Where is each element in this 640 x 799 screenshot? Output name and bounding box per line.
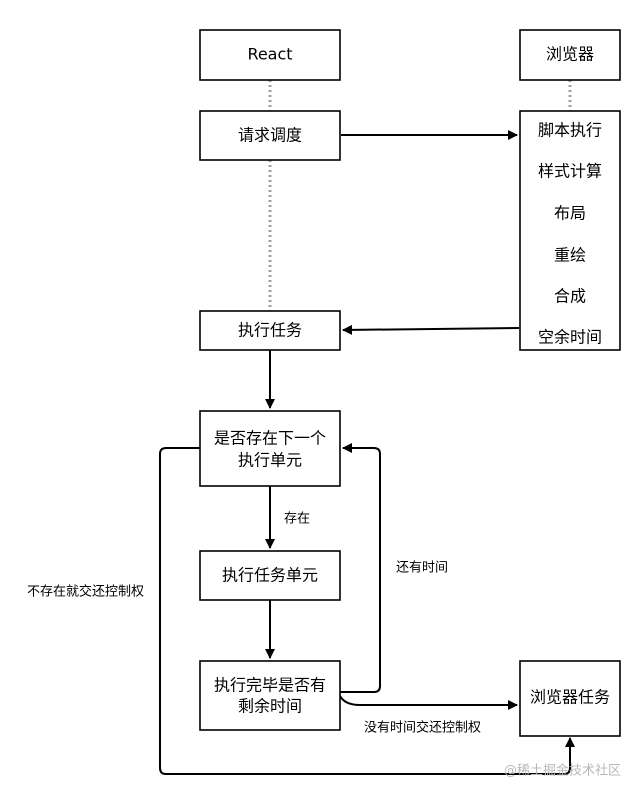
edge-has-time-loop	[340, 443, 381, 693]
exec-task-label: 执行任务	[238, 321, 302, 340]
browser-step-composite: 合成	[554, 287, 586, 306]
exec-unit-label: 执行任务单元	[222, 566, 318, 585]
edge-label-no-next-return: 不存在就交还控制权	[27, 584, 144, 600]
browser-node: 浏览器	[519, 29, 621, 81]
browser-step-layout: 布局	[554, 204, 586, 223]
edge-label-no-time-return: 没有时间交还控制权	[364, 720, 481, 736]
browser-steps-node: 脚本执行 样式计算 布局 重绘 合成 空余时间	[519, 110, 621, 351]
exec-unit-node: 执行任务单元	[199, 550, 341, 601]
has-next-unit-node: 是否存在下一个 执行单元	[199, 410, 341, 487]
edge-no-time-to-browser-task	[339, 695, 518, 710]
browser-step-repaint: 重绘	[554, 246, 586, 265]
edge-label-has-time: 还有时间	[396, 561, 448, 576]
edge-idle-to-exec-task	[342, 324, 520, 335]
request-schedule-node: 请求调度	[199, 110, 341, 161]
exec-task-node: 执行任务	[199, 310, 341, 351]
has-next-unit-line1: 是否存在下一个	[214, 429, 326, 448]
edge-label-exists: 存在	[284, 512, 310, 527]
react-label: React	[247, 45, 292, 64]
done-check-line2: 剩余时间	[238, 697, 302, 716]
done-check-line1: 执行完毕是否有	[214, 676, 326, 695]
request-schedule-label: 请求调度	[238, 126, 302, 145]
edge-no-next-to-browser-task	[159, 447, 575, 775]
watermark: @稀土掘金技术社区	[504, 763, 621, 779]
done-check-node: 执行完毕是否有 剩余时间	[199, 660, 341, 731]
browser-task-node: 浏览器任务	[519, 660, 621, 737]
browser-step-style: 样式计算	[538, 162, 602, 181]
react-node: React	[199, 29, 341, 81]
browser-label: 浏览器	[546, 45, 594, 64]
browser-task-label: 浏览器任务	[530, 688, 610, 707]
browser-step-idle: 空余时间	[538, 328, 602, 347]
browser-step-script: 脚本执行	[538, 121, 602, 140]
has-next-unit-line2: 执行单元	[238, 451, 302, 470]
